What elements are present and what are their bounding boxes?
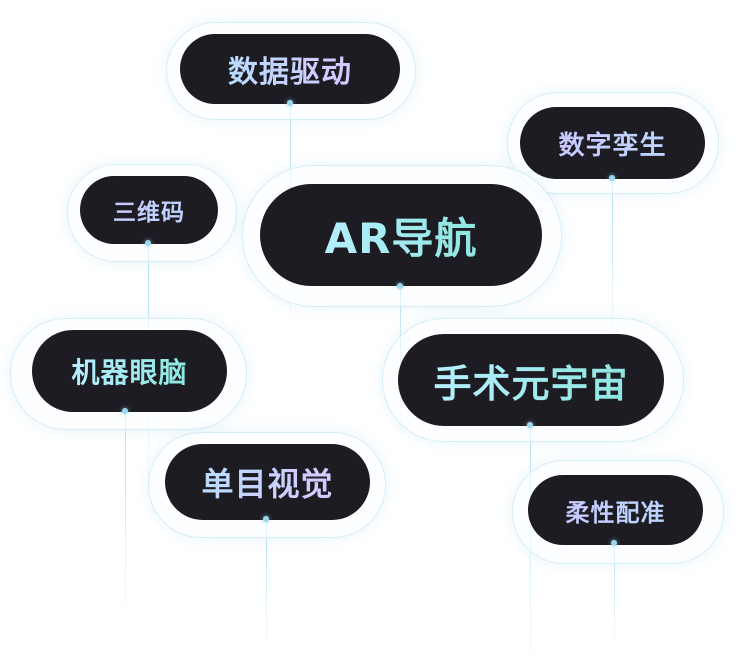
- connector-line: [614, 540, 615, 640]
- tag-label: 机器眼脑: [71, 351, 187, 391]
- connector-dot: [263, 516, 269, 522]
- connector-line: [125, 410, 126, 610]
- connector-dot: [145, 240, 151, 246]
- connector-dot: [122, 408, 128, 414]
- connector-line: [266, 516, 267, 646]
- tag-surgical-metaverse[interactable]: 手术元宇宙: [398, 334, 664, 426]
- tag-label: 三维码: [113, 193, 185, 227]
- tag-label: 数据驱动: [228, 47, 352, 91]
- tag-label: AR导航: [325, 205, 478, 266]
- tag-digital-twin[interactable]: 数字孪生: [520, 107, 705, 179]
- tag-machine-eye-brain[interactable]: 机器眼脑: [32, 330, 227, 412]
- tag-label: 单目视觉: [201, 459, 333, 505]
- connector-dot: [287, 100, 293, 106]
- tag-monocular-vision[interactable]: 单目视觉: [165, 444, 370, 520]
- connector-dot: [397, 283, 403, 289]
- tag-label: 数字孪生: [558, 125, 666, 162]
- tag-label: 手术元宇宙: [433, 353, 628, 408]
- tag-label: 柔性配准: [566, 493, 666, 528]
- tag-flexible-registration[interactable]: 柔性配准: [528, 475, 703, 545]
- tag-data-driven[interactable]: 数据驱动: [180, 34, 400, 104]
- connector-dot: [527, 422, 533, 428]
- tag-qr-code[interactable]: 三维码: [80, 176, 218, 244]
- tag-ar-navigation[interactable]: AR导航: [260, 184, 542, 286]
- connector-dot: [609, 175, 615, 181]
- connector-line: [612, 175, 613, 340]
- connector-dot: [611, 540, 617, 546]
